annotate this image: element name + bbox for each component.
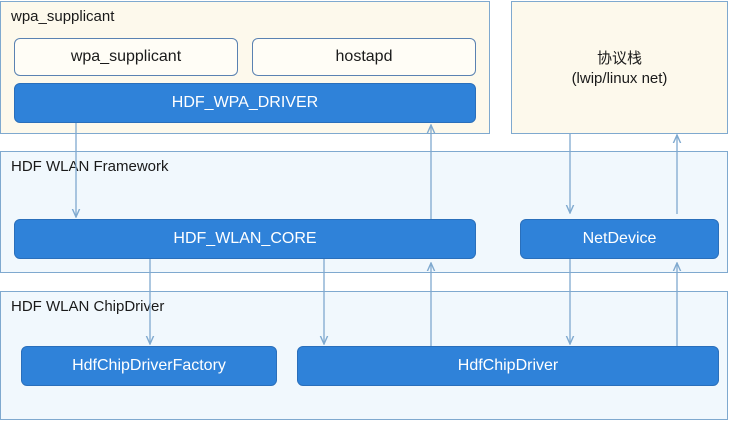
wpa-supplicant-panel-title: wpa_supplicant — [11, 8, 115, 25]
protocol-stack-name: 协议栈 — [596, 50, 642, 67]
hostapd-box: hostapd — [252, 38, 476, 76]
protocol-stack-detail: (lwip/linux net) — [571, 70, 668, 87]
netdevice-box: NetDevice — [520, 219, 719, 259]
protocol-stack-label: 协议栈 (lwip/linux net) — [512, 49, 727, 89]
hdf-chip-driver-factory-box: HdfChipDriverFactory — [21, 346, 277, 386]
hdf-chip-driver-box: HdfChipDriver — [297, 346, 719, 386]
hdf-wlan-core-box: HDF_WLAN_CORE — [14, 219, 476, 259]
hdf-wlan-chipdriver-title: HDF WLAN ChipDriver — [11, 298, 165, 315]
hdf-wlan-framework-title: HDF WLAN Framework — [11, 158, 169, 175]
protocol-stack-panel: 协议栈 (lwip/linux net) — [511, 1, 728, 134]
hdf-wpa-driver-box: HDF_WPA_DRIVER — [14, 83, 476, 123]
wpa-supplicant-box: wpa_supplicant — [14, 38, 238, 76]
